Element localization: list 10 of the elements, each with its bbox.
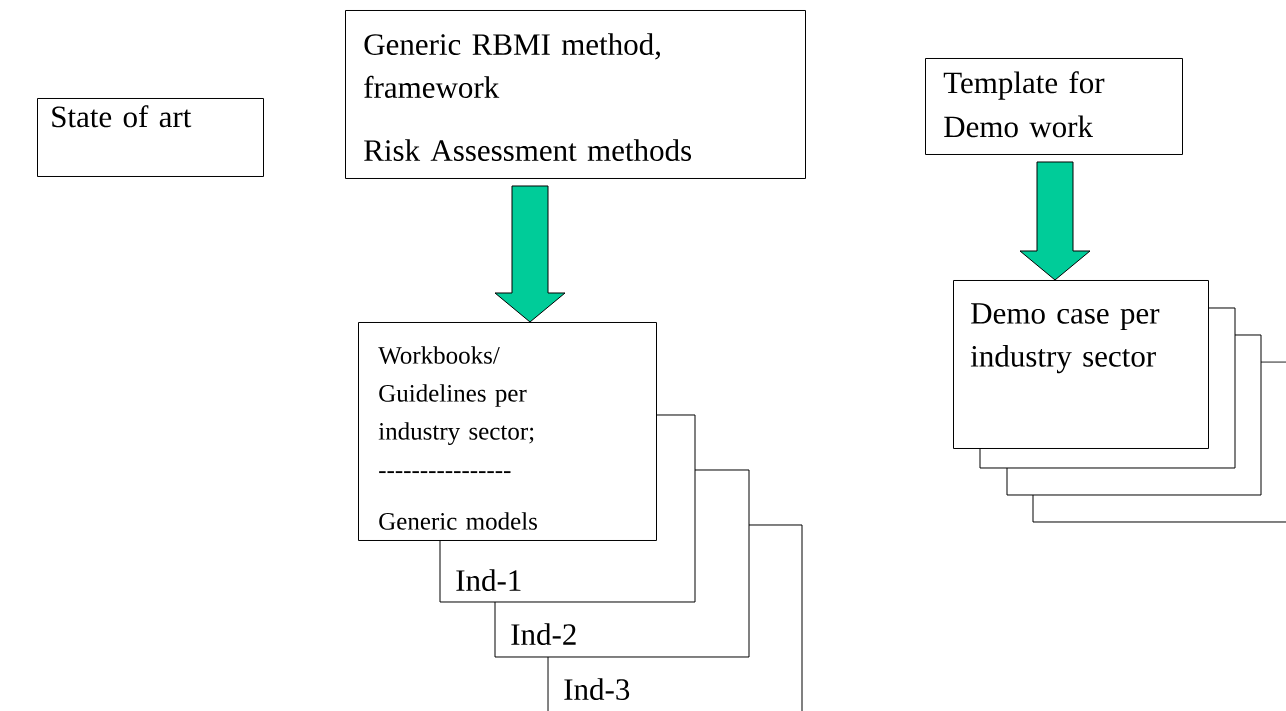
block-arrow [494,185,566,323]
node-text: Ind-2 [511,623,576,645]
node-text: Ind-3 [564,678,630,700]
text-box: Generic RBMI method, framework Risk Assessment methods [345,10,806,179]
node-text: Ind-1 [456,569,521,591]
block-arrow [1019,161,1091,281]
text-box: Template for Demo work [925,58,1183,155]
document-box: Workbooks/ Guidelines per industry sector; ---------------- Generic models [358,322,657,541]
document-box: Demo case per industry sector [953,280,1209,449]
text-box: State of art [37,98,264,177]
